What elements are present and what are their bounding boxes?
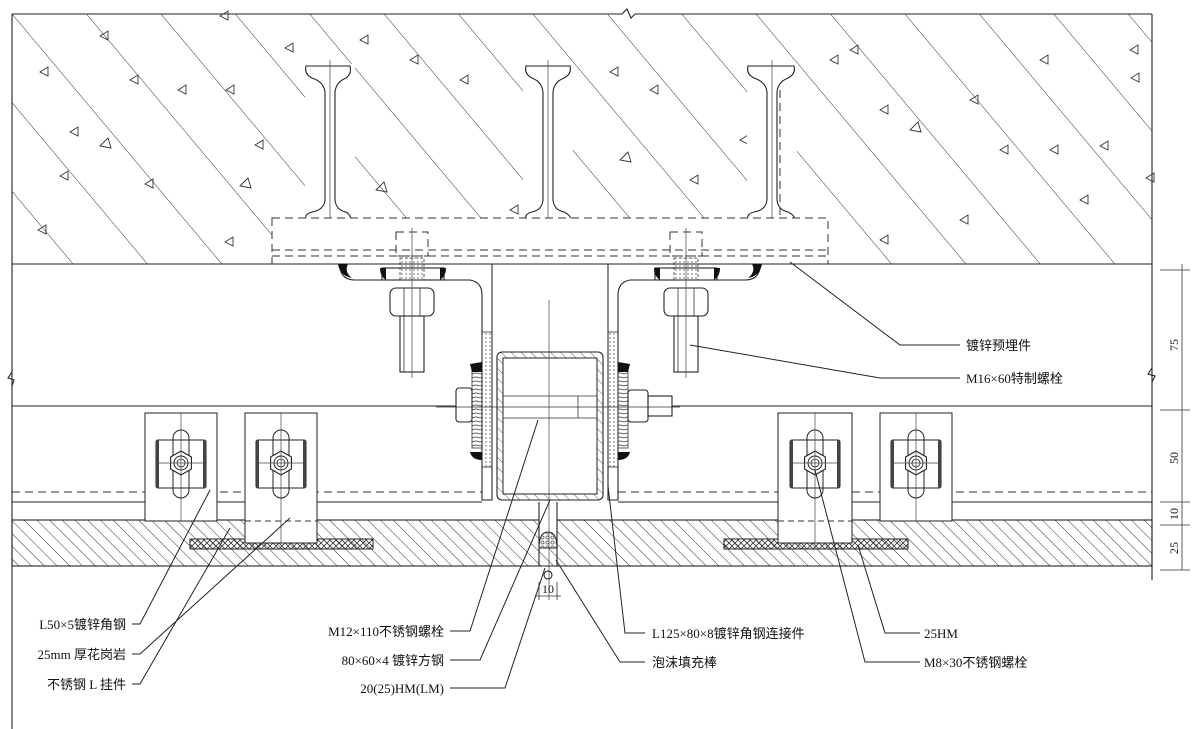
label-m16-bolt: M16×60特制螺栓 xyxy=(966,371,1063,386)
m16-bolts xyxy=(389,228,709,378)
angle-plate xyxy=(144,412,218,522)
label-square-tube: 80×60×4 镀锌方钢 xyxy=(342,653,444,668)
callout-labels: 镀锌预埋件 M16×60特制螺栓 L50×5镀锌角钢 25mm 厚花岗岩 不锈钢… xyxy=(38,338,1063,696)
embedded-plate xyxy=(12,217,1152,265)
embedded-anchor-studs xyxy=(305,60,797,225)
angle-plates-with-bolts xyxy=(144,412,953,544)
joint-sealant xyxy=(538,531,558,580)
label-embedded-plate: 镀锌预埋件 xyxy=(966,338,1031,353)
dim-joint: 10 xyxy=(542,582,554,596)
label-angle-steel: L50×5镀锌角钢 xyxy=(39,617,126,632)
angle-plate xyxy=(879,412,953,522)
label-l-hanger: 不锈钢 L 挂件 xyxy=(47,677,126,692)
dimension-chain: 75 50 10 25 10 xyxy=(535,264,1190,600)
label-m8-bolt: M8×30不锈钢螺栓 xyxy=(924,655,1027,670)
dim-25: 25 xyxy=(1167,542,1181,554)
leader-lines xyxy=(132,261,960,689)
label-m12-bolt: M12×110不锈钢螺栓 xyxy=(328,624,444,639)
dim-10: 10 xyxy=(1167,508,1181,520)
label-connector: L125×80×8镀锌角钢连接件 xyxy=(652,626,805,641)
label-foam-rod: 泡沫填充棒 xyxy=(652,655,717,670)
label-sealant-25: 25HM xyxy=(924,626,958,641)
angle-plate xyxy=(244,412,318,544)
aggregate-marks xyxy=(37,10,1155,247)
square-steel-tube xyxy=(496,300,604,600)
angle-plate xyxy=(777,412,853,544)
dim-50: 50 xyxy=(1167,452,1181,464)
label-granite: 25mm 厚花岗岩 xyxy=(38,647,126,662)
angle-connectors xyxy=(338,264,762,501)
insulation-pads xyxy=(470,331,630,468)
dim-75: 75 xyxy=(1167,339,1181,351)
label-sealant-20: 20(25)HM(LM) xyxy=(360,681,444,696)
